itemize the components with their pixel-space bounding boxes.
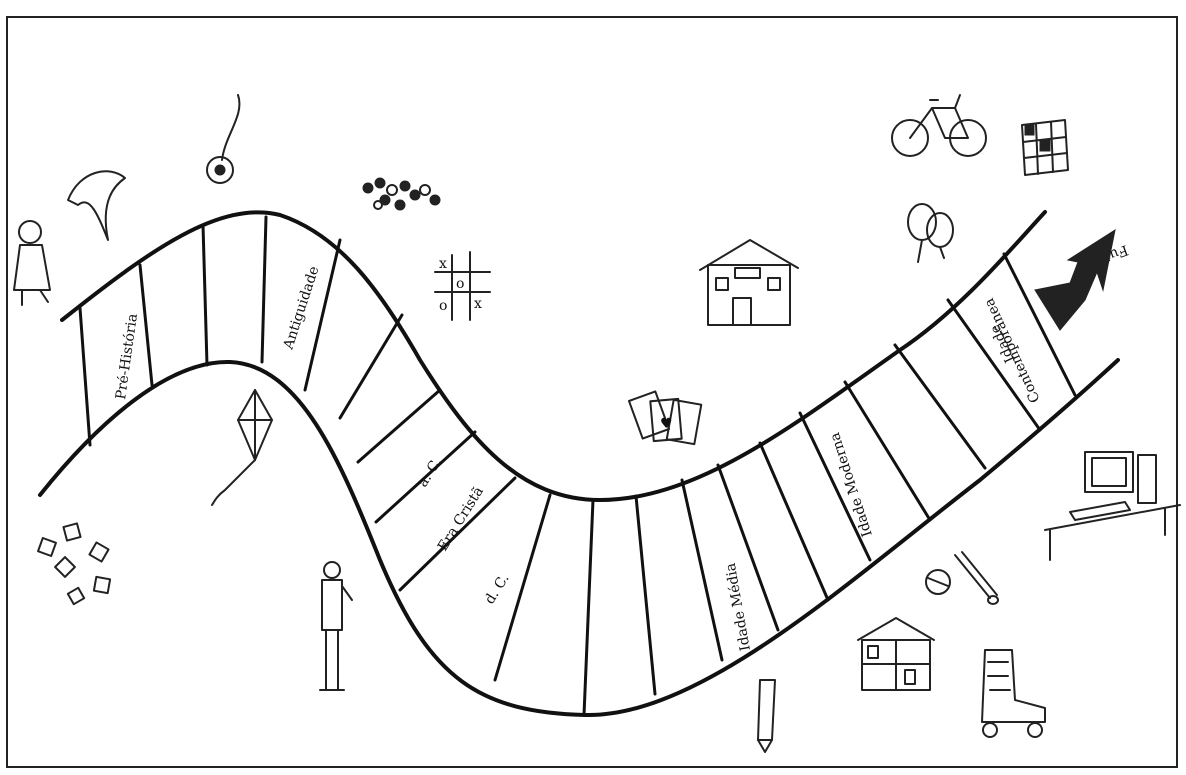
tic-tac-toe-icon: x o x o bbox=[435, 252, 490, 320]
balloons-icon bbox=[908, 204, 953, 262]
label-pre-historia: Pré-História bbox=[113, 313, 141, 401]
computer-icon bbox=[1045, 452, 1180, 560]
rubiks-cube-icon bbox=[1022, 120, 1068, 175]
jacks-icon bbox=[38, 523, 110, 604]
doll-icon bbox=[14, 221, 50, 305]
svg-text:x: x bbox=[439, 256, 447, 272]
boomerang-icon bbox=[68, 171, 125, 240]
marbles-icon bbox=[363, 178, 440, 210]
svg-text:o: o bbox=[439, 298, 447, 314]
pencil-icon bbox=[758, 680, 775, 752]
svg-text:o: o bbox=[456, 276, 464, 292]
dollhouse-icon bbox=[858, 618, 934, 690]
bicycle-icon bbox=[892, 95, 986, 156]
road-lower-edge bbox=[40, 360, 1118, 715]
school-building-icon bbox=[700, 240, 798, 325]
yoyo-icon bbox=[207, 95, 239, 183]
label-era-crista: Era Cristã bbox=[435, 484, 487, 554]
boy-figure-icon bbox=[320, 562, 352, 690]
label-idade-media: Idade Média bbox=[723, 562, 754, 652]
svg-text:x: x bbox=[474, 296, 482, 312]
label-dc: d. C. bbox=[482, 571, 513, 607]
kite-icon bbox=[212, 390, 272, 505]
roller-skate-icon bbox=[982, 650, 1045, 737]
playing-cards-icon: ♥ bbox=[629, 391, 701, 444]
arrow-icon bbox=[1035, 230, 1115, 330]
svg-text:♥: ♥ bbox=[660, 416, 673, 432]
label-ac: a. C. bbox=[415, 455, 445, 491]
spinning-top-icon bbox=[926, 552, 998, 604]
road-upper-edge bbox=[62, 212, 1045, 500]
